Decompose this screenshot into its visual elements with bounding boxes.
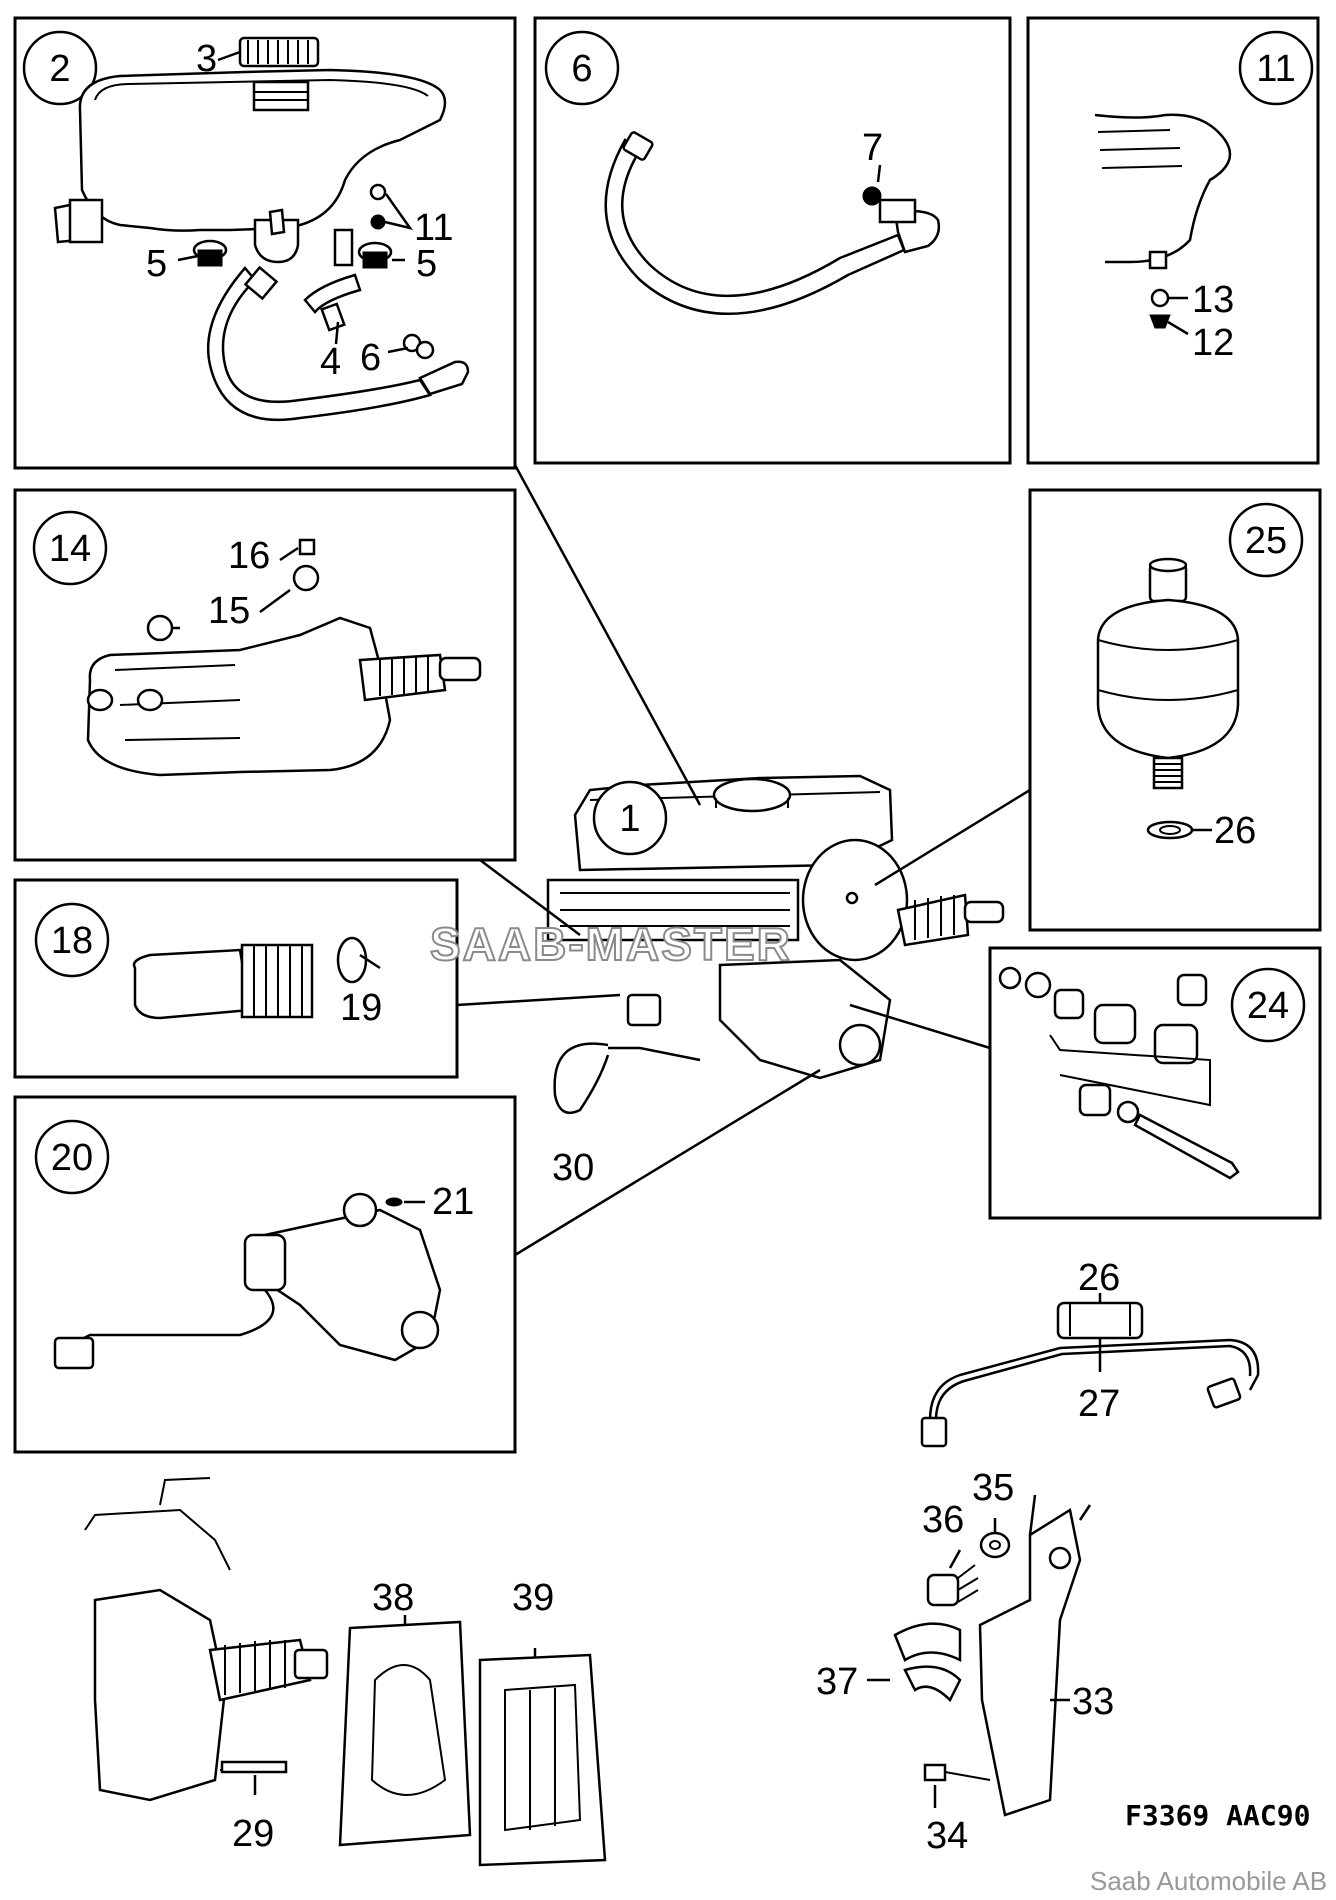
panel-14-master-cylinder: 14 15 16 [13,488,517,862]
callout-6: 6 [571,48,592,90]
brake-pipe-group: 26 27 [920,1257,1260,1448]
callout-24: 24 [1247,985,1289,1027]
part-label-16: 16 [228,535,270,577]
part-label-11: 11 [414,207,453,249]
part-label-29: 29 [232,1813,274,1855]
part-label-36: 36 [922,1499,964,1541]
part-label-26-a: 26 [1214,810,1256,852]
panel-24-seal-kit: 24 [988,946,1322,1220]
callout-18: 18 [51,920,93,962]
callout-1: 1 [619,798,640,840]
part-label-12: 12 [1192,322,1234,364]
booster-gasket-group: 38 39 29 [84,1477,607,1867]
part-label-5-left: 5 [146,243,167,285]
bracket-group: 33 34 35 36 37 [816,1467,1114,1857]
panel-11-reservoir-detail: 11 13 12 [1026,16,1320,465]
part-label-39: 39 [512,1577,554,1619]
panel-2-reservoir: 2 3 5 [13,16,517,470]
part-label-7: 7 [862,127,883,169]
callout-14: 14 [49,528,91,570]
callout-11: 11 [1256,48,1295,90]
part-label-27: 27 [1078,1383,1120,1425]
central-assembly: 1 30 SAAB-MASTER [429,774,1005,1189]
part-label-4: 4 [320,341,341,383]
part-label-38: 38 [372,1577,414,1619]
callout-20: 20 [51,1137,93,1179]
connector-lines [456,464,1031,1257]
part-label-5-right: 5 [416,243,437,285]
part-label-15: 15 [208,590,250,632]
panel-20-valve: 20 21 [13,1095,517,1454]
part-label-13: 13 [1192,279,1234,321]
panel-25-accumulator: 25 26 [1028,488,1322,932]
part-label-33: 33 [1072,1681,1114,1723]
panel-18-sensor: 18 19 [13,878,459,1079]
callout-2: 2 [49,48,70,90]
part-label-35: 35 [972,1467,1014,1509]
part-label-26-b: 26 [1078,1257,1120,1299]
part-label-19: 19 [340,987,382,1029]
part-label-3: 3 [196,38,217,80]
part-label-21: 21 [432,1181,474,1223]
copyright-credit: Saab Automobile AB [1090,1866,1327,1896]
figure-code: F3369 AAC90 [1125,1799,1310,1832]
part-label-37: 37 [816,1661,858,1703]
panel-6-hose: 6 7 [533,16,1012,465]
watermark: SAAB-MASTER [430,918,792,970]
callout-25: 25 [1245,520,1287,562]
part-label-6-a: 6 [360,337,381,379]
part-label-34: 34 [926,1815,968,1857]
part-label-30: 30 [552,1147,594,1189]
